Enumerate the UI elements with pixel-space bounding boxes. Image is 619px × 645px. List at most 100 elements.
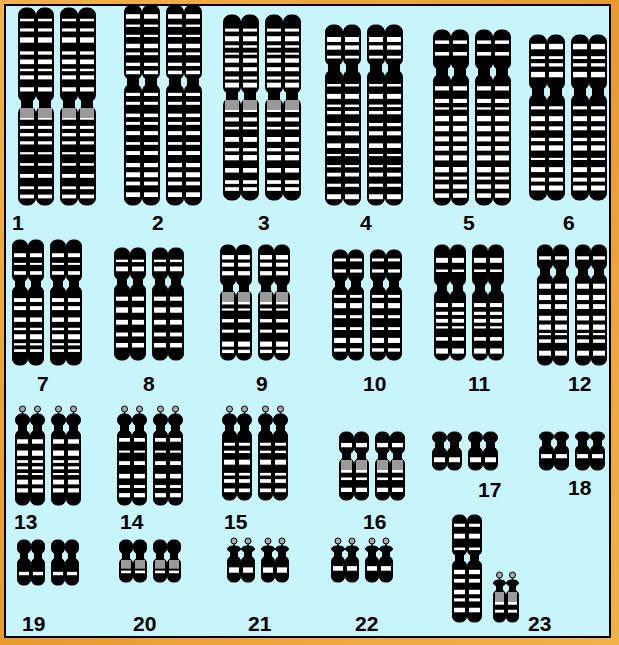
short-arm [266,15,283,94]
centromere [557,439,566,447]
heterochromatin [243,100,257,110]
chromosome-band [132,297,144,301]
centromere [33,424,42,432]
chromosome-pair [115,248,184,360]
chromosome-band [345,84,359,86]
chromosome-band [225,187,239,191]
chromosome-band [170,260,182,262]
centromere [31,280,41,288]
chromosome-band [132,307,144,312]
chromosome-band [14,317,26,321]
centromere [120,424,129,432]
heterochromatin [341,460,352,470]
chromosome-number: 17 [478,478,501,501]
chromosome-band [126,25,140,27]
chromosome-band [186,163,200,167]
short-arm [168,540,181,554]
chromosome-band [549,72,563,77]
chromosome-band [454,608,465,613]
chromosome-band [38,59,52,64]
chromosome-band [154,320,166,325]
chromosome-band [116,267,128,272]
chromosome-band [30,343,42,345]
long-arm [238,430,252,500]
chromosome-band [490,258,502,263]
centromere [244,550,252,558]
satellite [263,406,269,412]
chromosome-band [238,350,250,353]
chromosome-band [186,102,200,105]
chromosome-band [243,117,257,121]
chromosome-band [32,488,43,492]
chromosome-band [387,123,401,126]
chromosome-band [592,454,603,458]
satellite [265,538,271,544]
long-arm [154,558,167,582]
long-arm [380,556,393,582]
chromatid [326,25,343,205]
chromosome-band [275,460,286,465]
chromosome-band [350,295,362,298]
chromosome-band [334,295,346,298]
chromosome-band [267,45,281,47]
chromosome-band [453,146,467,151]
chromosome-band [531,72,545,77]
chromosome-band [168,114,182,118]
chromosome-band [531,158,545,160]
chromatid [332,538,345,582]
chromosome-band [225,127,239,130]
chromosome-band [591,126,605,130]
chromosome-band [350,269,362,272]
chromosome-band [144,25,158,27]
chromatid [555,432,569,470]
chromosome-band [126,142,140,145]
chromosome-band [369,165,383,167]
long-arm [266,98,283,200]
chromosome-band [549,44,563,49]
centromere [351,280,361,288]
chromosome-band [225,83,239,88]
long-arm [591,445,605,470]
chromosome-band [341,477,352,480]
centromere [21,100,33,108]
chromosome-band [222,350,234,353]
chromosome-band [68,317,80,321]
chromosome-band [285,53,299,55]
long-arm [451,290,466,360]
chromosome-band [387,94,401,99]
heterochromatin [80,108,94,118]
chromosome-band [539,339,551,342]
chromatid [224,15,241,200]
short-arm [284,15,301,94]
centromere [342,452,351,460]
chromosome-pair [332,538,393,582]
chromosome-band [80,126,94,129]
chromosome-band [345,45,359,49]
centromere [393,452,402,460]
centromere [335,280,345,288]
chromosome-band [186,35,200,37]
short-arm [371,250,386,282]
chromosome-band [119,451,130,453]
long-arm [115,284,130,360]
chromosome-band [14,349,26,352]
karyotype-panel [4,4,611,638]
chromosome-band [591,158,605,160]
chromosome-pair [224,15,301,200]
chromosome-band [350,348,362,351]
long-arm [168,558,181,582]
long-arm [167,84,184,205]
chromosome-band [474,312,486,315]
chromosome-band [495,184,509,188]
heterochromatin [285,100,299,110]
long-arm [448,447,462,470]
chromosome-number: 11 [468,372,490,395]
chromosome-band [14,271,26,275]
chromosome-band [38,51,52,54]
chromosome-band [573,56,587,59]
chromatid [576,245,591,365]
chromosome-band [168,182,182,186]
long-arm [242,556,255,582]
chromatid [52,406,66,505]
chromatid [592,245,607,365]
